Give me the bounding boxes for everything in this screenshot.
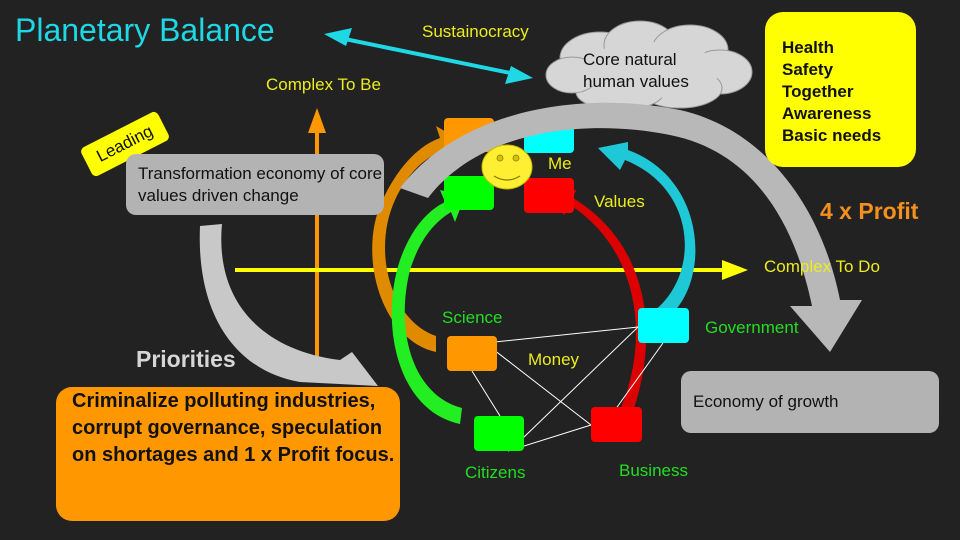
priorities-box: Criminalize polluting industries, corrup… [56, 387, 400, 521]
horizontal-axis [235, 260, 748, 280]
government-label: Government [705, 318, 799, 337]
government-box [638, 308, 689, 343]
core-need-item: Together [782, 82, 854, 101]
grey-curve-arrow-left [199, 224, 378, 386]
science-label: Science [442, 308, 503, 327]
top-red-box [524, 178, 574, 213]
green-curve-arrow [391, 190, 465, 424]
transformation-box: Transformation economy of core values dr… [126, 154, 384, 215]
core-need-item: Safety [782, 60, 834, 79]
profit-label: 4 x Profit [820, 198, 919, 224]
business-label: Business [619, 461, 688, 480]
business-box [591, 407, 642, 442]
red-curve-arrow [548, 190, 647, 414]
sustainocracy-label: Sustainocracy [422, 22, 529, 41]
money-label: Money [528, 350, 580, 369]
core-need-item: Basic needs [782, 126, 882, 145]
cyan-curve-arrow [598, 142, 696, 322]
horizontal-axis-label: Complex To Do [764, 257, 880, 276]
me-label: Me [548, 154, 572, 173]
priorities-heading: Priorities [136, 346, 236, 372]
vertical-axis-label: Complex To Be [266, 75, 381, 94]
vertical-axis [308, 108, 326, 368]
smiley-face-icon [481, 144, 533, 190]
sustainocracy-double-arrow [324, 28, 533, 84]
citizens-label: Citizens [465, 463, 526, 482]
science-box [447, 336, 497, 371]
core-needs-box: Health Safety Together Awareness Basic n… [765, 12, 916, 167]
page-title: Planetary Balance [15, 12, 275, 48]
core-need-item: Awareness [782, 104, 872, 123]
grey-arc-arrow [400, 102, 862, 352]
cloud-label: Core natural human values [583, 50, 689, 91]
values-label: Values [594, 192, 645, 211]
top-green-box [444, 176, 494, 210]
citizens-box [474, 416, 524, 451]
core-need-item: Health [782, 38, 834, 57]
growth-economy-box: Economy of growth [681, 371, 939, 433]
cloud-shape [545, 20, 753, 111]
